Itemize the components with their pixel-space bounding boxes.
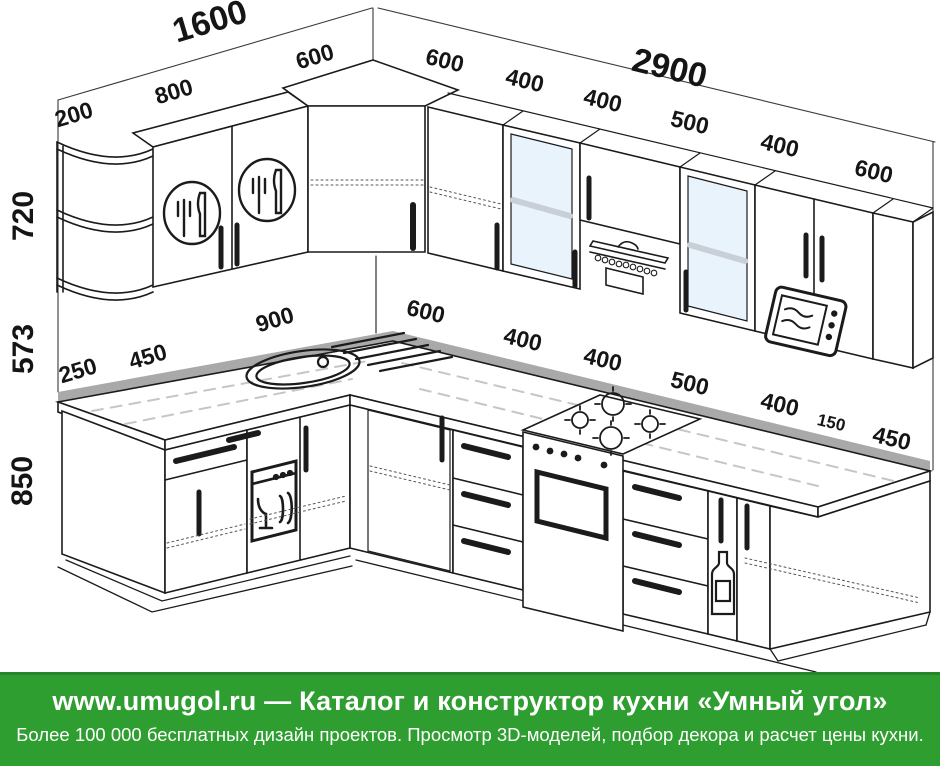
utensils-icon — [162, 180, 222, 246]
dim-left-total: 1600 — [168, 0, 251, 50]
kitchen-drawing: 1600 2900 200 800 600 600 400 400 500 40… — [6, 0, 936, 673]
base-left-cabinets — [57, 403, 353, 613]
dim-counter-500: 500 — [668, 366, 711, 400]
counter-band — [393, 331, 930, 471]
dim-upper-right-400c: 400 — [758, 128, 801, 162]
dim-upper-right-400a: 400 — [503, 63, 546, 97]
dim-counter-600: 600 — [404, 294, 447, 328]
bottle-icon — [710, 550, 736, 616]
dim-right-total: 2900 — [628, 41, 710, 96]
dim-upper-right-400b: 400 — [581, 83, 624, 117]
dim-upper-left-800: 800 — [152, 73, 196, 109]
dim-height-720: 720 — [7, 191, 40, 241]
glass-door — [687, 175, 748, 322]
dim-counter-150: 150 — [815, 410, 847, 435]
upper-right-cabinets — [427, 92, 934, 370]
dim-counter-900: 900 — [253, 301, 297, 337]
dishwasher-icon — [250, 459, 298, 543]
hob-burners-icon — [564, 386, 666, 456]
dim-height-850: 850 — [6, 456, 39, 506]
sink-icon — [245, 331, 454, 390]
dotted-lines — [166, 179, 921, 604]
dim-counter-400b: 400 — [581, 342, 624, 376]
dim-counter-450: 450 — [126, 338, 170, 374]
dim-upper-right-500: 500 — [668, 105, 711, 139]
dim-upper-left-600: 600 — [293, 38, 337, 74]
banner-subtitle: Более 100 000 бесплатных дизайн проектов… — [16, 724, 924, 745]
stove-icon — [520, 386, 703, 633]
counter-band — [58, 331, 393, 402]
dim-height-573: 573 — [7, 324, 40, 374]
hood-icon — [588, 240, 670, 296]
dim-upper-right-600: 600 — [423, 43, 466, 77]
stove-knobs-icon — [532, 443, 608, 469]
corner-shelf-unit-icon — [56, 141, 154, 301]
banner-title: www.umugol.ru — Каталог и конструктор ку… — [52, 686, 888, 716]
dim-counter-400a: 400 — [501, 322, 544, 356]
upper-left-cabinets — [56, 59, 461, 301]
microwave-icon — [764, 285, 848, 358]
dim-counter-250: 250 — [56, 352, 100, 388]
dim-upper-right-600b: 600 — [852, 154, 895, 188]
oven-door-icon — [534, 468, 609, 542]
dim-counter-400c: 400 — [758, 387, 801, 421]
site-banner: www.umugol.ru — Каталог и конструктор ку… — [0, 672, 940, 766]
utensils-icon — [237, 157, 297, 223]
base-right-cabinets — [349, 403, 931, 673]
